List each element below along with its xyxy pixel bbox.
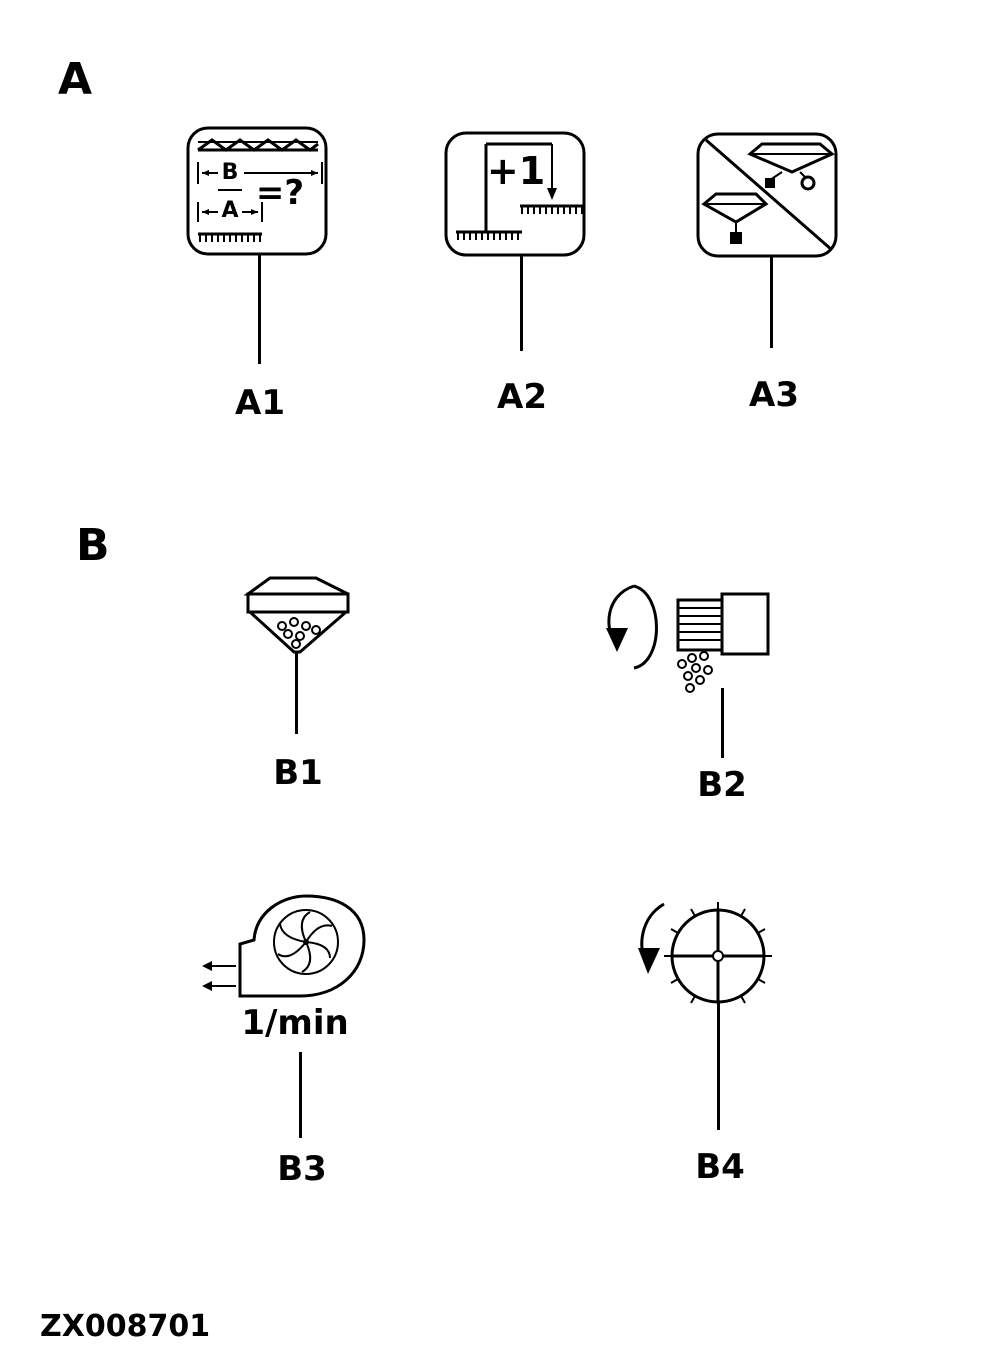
b1-leader-line	[295, 652, 298, 734]
a1-leader-line	[258, 254, 261, 364]
a3-leader-line	[770, 256, 773, 348]
b3-leader-line	[299, 1052, 302, 1138]
a1-text-b: B	[221, 160, 239, 185]
section-b-label: B	[76, 520, 110, 571]
figure-reference: ZX008701	[40, 1309, 211, 1344]
b3-speed-unit: 1/min	[241, 1003, 349, 1043]
a2-text-plus-one: +1	[486, 149, 546, 193]
a1-callout: A1	[235, 383, 285, 423]
b1-callout: B1	[273, 753, 323, 793]
a2-leader-line	[520, 255, 523, 351]
b2-callout: B2	[697, 765, 747, 805]
section-a-label: A	[58, 54, 93, 105]
b4-leader-line	[717, 1002, 720, 1130]
b3-callout: B3	[277, 1149, 327, 1189]
a2-callout: A2	[497, 377, 547, 417]
b4-callout: B4	[695, 1147, 745, 1187]
a1-text-a: A	[221, 198, 239, 223]
a3-callout: A3	[749, 375, 799, 415]
a1-text-equals-question: =?	[255, 173, 305, 213]
b2-leader-line	[721, 688, 724, 758]
